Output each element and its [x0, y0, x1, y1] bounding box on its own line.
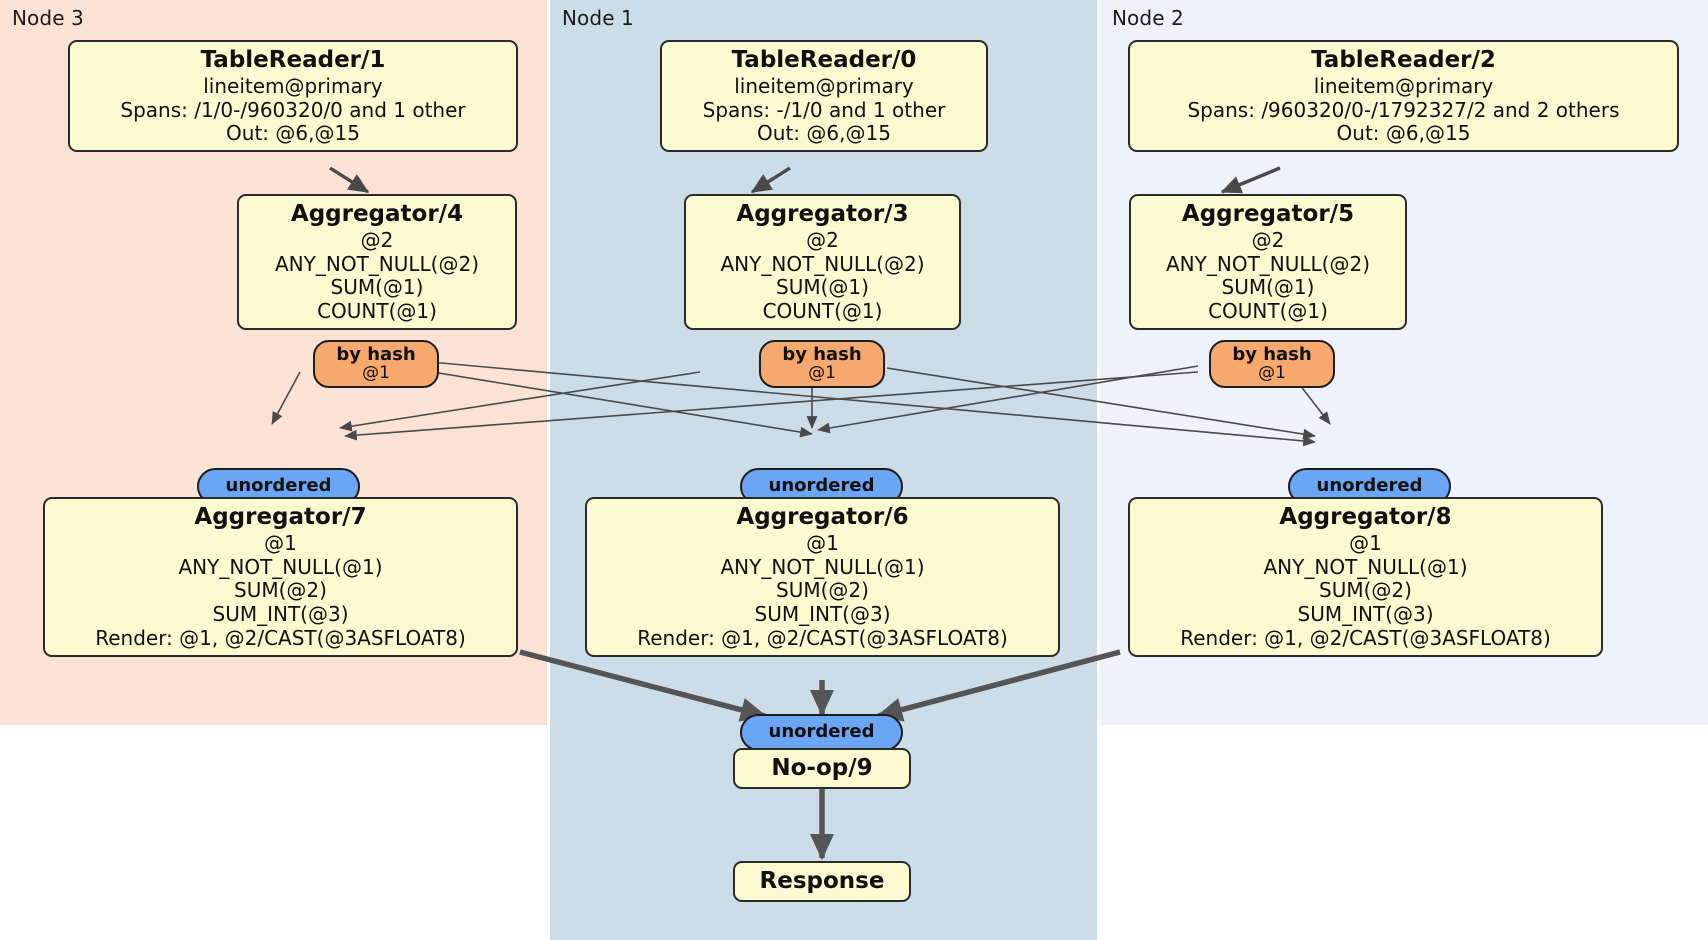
processor-detail-line: SUM(@2): [776, 578, 869, 603]
stream-label: unordered: [225, 475, 332, 496]
processor-detail-line: Render: @1, @2/CAST(@3ASFLOAT8): [1180, 625, 1551, 650]
processor-detail-line: lineitem@primary: [734, 73, 914, 98]
processor-title: Aggregator/6: [736, 504, 909, 530]
processor-detail-line: Spans: -/1/0 and 1 other: [702, 97, 946, 122]
processor-box-aggregator-8[interactable]: Aggregator/8 @1 ANY_NOT_NULL(@1) SUM(@2)…: [1128, 497, 1603, 657]
processor-title: Aggregator/4: [290, 201, 464, 227]
stream-label: unordered: [768, 475, 875, 496]
processor-detail-line: SUM_INT(@3): [212, 602, 349, 627]
stream-label: by hash: [782, 344, 862, 365]
processor-box-aggregator-3[interactable]: Aggregator/3 @2 ANY_NOT_NULL(@2) SUM(@1)…: [684, 194, 961, 330]
processor-detail-line: @1: [1349, 530, 1382, 555]
processor-detail-line: Out: @6,@15: [757, 121, 891, 146]
processor-detail-line: ANY_NOT_NULL(@2): [1166, 251, 1370, 276]
processor-title: Response: [759, 868, 885, 894]
node-panel-label: Node 3: [12, 6, 84, 30]
processor-detail-line: SUM(@1): [776, 275, 869, 300]
processor-detail-line: ANY_NOT_NULL(@1): [178, 554, 383, 579]
processor-detail-line: Render: @1, @2/CAST(@3ASFLOAT8): [95, 625, 466, 650]
processor-detail-line: COUNT(@1): [1208, 299, 1328, 324]
stream-label: by hash: [336, 344, 416, 365]
processor-box-tablereader-0[interactable]: TableReader/0 lineitem@primary Spans: -/…: [660, 40, 988, 153]
processor-detail-line: SUM(@1): [330, 275, 424, 300]
processor-detail-line: @2: [360, 227, 394, 252]
processor-box-response[interactable]: Response: [733, 861, 911, 902]
output-stream-by-hash-left[interactable]: by hash @1: [313, 340, 439, 389]
stream-label: unordered: [768, 721, 875, 742]
processor-detail-line: Out: @6,@15: [1336, 121, 1471, 146]
stream-sub-label: @1: [362, 362, 390, 383]
processor-detail-line: @2: [806, 227, 839, 252]
stream-label: by hash: [1232, 344, 1312, 365]
processor-title: TableReader/0: [731, 47, 917, 73]
processor-detail-line: COUNT(@1): [762, 299, 883, 324]
processor-detail-line: SUM(@2): [1319, 578, 1412, 603]
processor-detail-line: @1: [264, 530, 297, 555]
processor-detail-line: SUM(@1): [1221, 275, 1315, 300]
processor-detail-line: SUM(@2): [234, 578, 327, 603]
processor-title: Aggregator/8: [1279, 504, 1452, 530]
processor-title: Aggregator/7: [194, 504, 367, 530]
processor-title: Aggregator/3: [736, 201, 909, 227]
processor-title: No-op/9: [771, 755, 873, 781]
processor-detail-line: Render: @1, @2/CAST(@3ASFLOAT8): [637, 625, 1008, 650]
processor-detail-line: @1: [806, 530, 839, 555]
output-stream-by-hash-center[interactable]: by hash @1: [759, 340, 885, 389]
stream-sub-label: @1: [808, 362, 836, 383]
processor-detail-line: ANY_NOT_NULL(@1): [1263, 554, 1468, 579]
stream-label: unordered: [1316, 475, 1423, 496]
output-stream-by-hash-right[interactable]: by hash @1: [1209, 340, 1335, 389]
processor-detail-line: SUM_INT(@3): [1297, 602, 1434, 627]
processor-box-aggregator-7[interactable]: Aggregator/7 @1 ANY_NOT_NULL(@1) SUM(@2)…: [43, 497, 518, 657]
processor-detail-line: lineitem@primary: [1313, 73, 1494, 98]
processor-box-no-op-9[interactable]: No-op/9: [733, 748, 911, 789]
processor-detail-line: COUNT(@1): [317, 299, 437, 324]
processor-title: TableReader/1: [200, 47, 386, 73]
input-stream-unordered-final[interactable]: unordered: [740, 714, 903, 751]
processor-box-tablereader-2[interactable]: TableReader/2 lineitem@primary Spans: /9…: [1128, 40, 1679, 153]
processor-box-aggregator-6[interactable]: Aggregator/6 @1 ANY_NOT_NULL(@1) SUM(@2)…: [585, 497, 1060, 657]
processor-detail-line: SUM_INT(@3): [754, 602, 891, 627]
processor-detail-line: @2: [1251, 227, 1285, 252]
processor-detail-line: Spans: /1/0-/960320/0 and 1 other: [120, 97, 466, 122]
node-panel-label: Node 1: [562, 6, 634, 30]
processor-detail-line: lineitem@primary: [203, 73, 383, 98]
processor-detail-line: ANY_NOT_NULL(@2): [720, 251, 925, 276]
processor-box-aggregator-5[interactable]: Aggregator/5 @2 ANY_NOT_NULL(@2) SUM(@1)…: [1129, 194, 1407, 330]
processor-box-aggregator-4[interactable]: Aggregator/4 @2 ANY_NOT_NULL(@2) SUM(@1)…: [237, 194, 517, 330]
processor-title: TableReader/2: [1311, 47, 1496, 73]
processor-title: Aggregator/5: [1181, 201, 1355, 227]
processor-detail-line: Spans: /960320/0-/1792327/2 and 2 others: [1187, 97, 1620, 122]
processor-box-tablereader-1[interactable]: TableReader/1 lineitem@primary Spans: /1…: [68, 40, 518, 153]
node-panel-label: Node 2: [1112, 6, 1184, 30]
stream-sub-label: @1: [1258, 362, 1286, 383]
processor-detail-line: ANY_NOT_NULL(@2): [275, 251, 479, 276]
processor-detail-line: Out: @6,@15: [226, 121, 360, 146]
processor-detail-line: ANY_NOT_NULL(@1): [720, 554, 925, 579]
